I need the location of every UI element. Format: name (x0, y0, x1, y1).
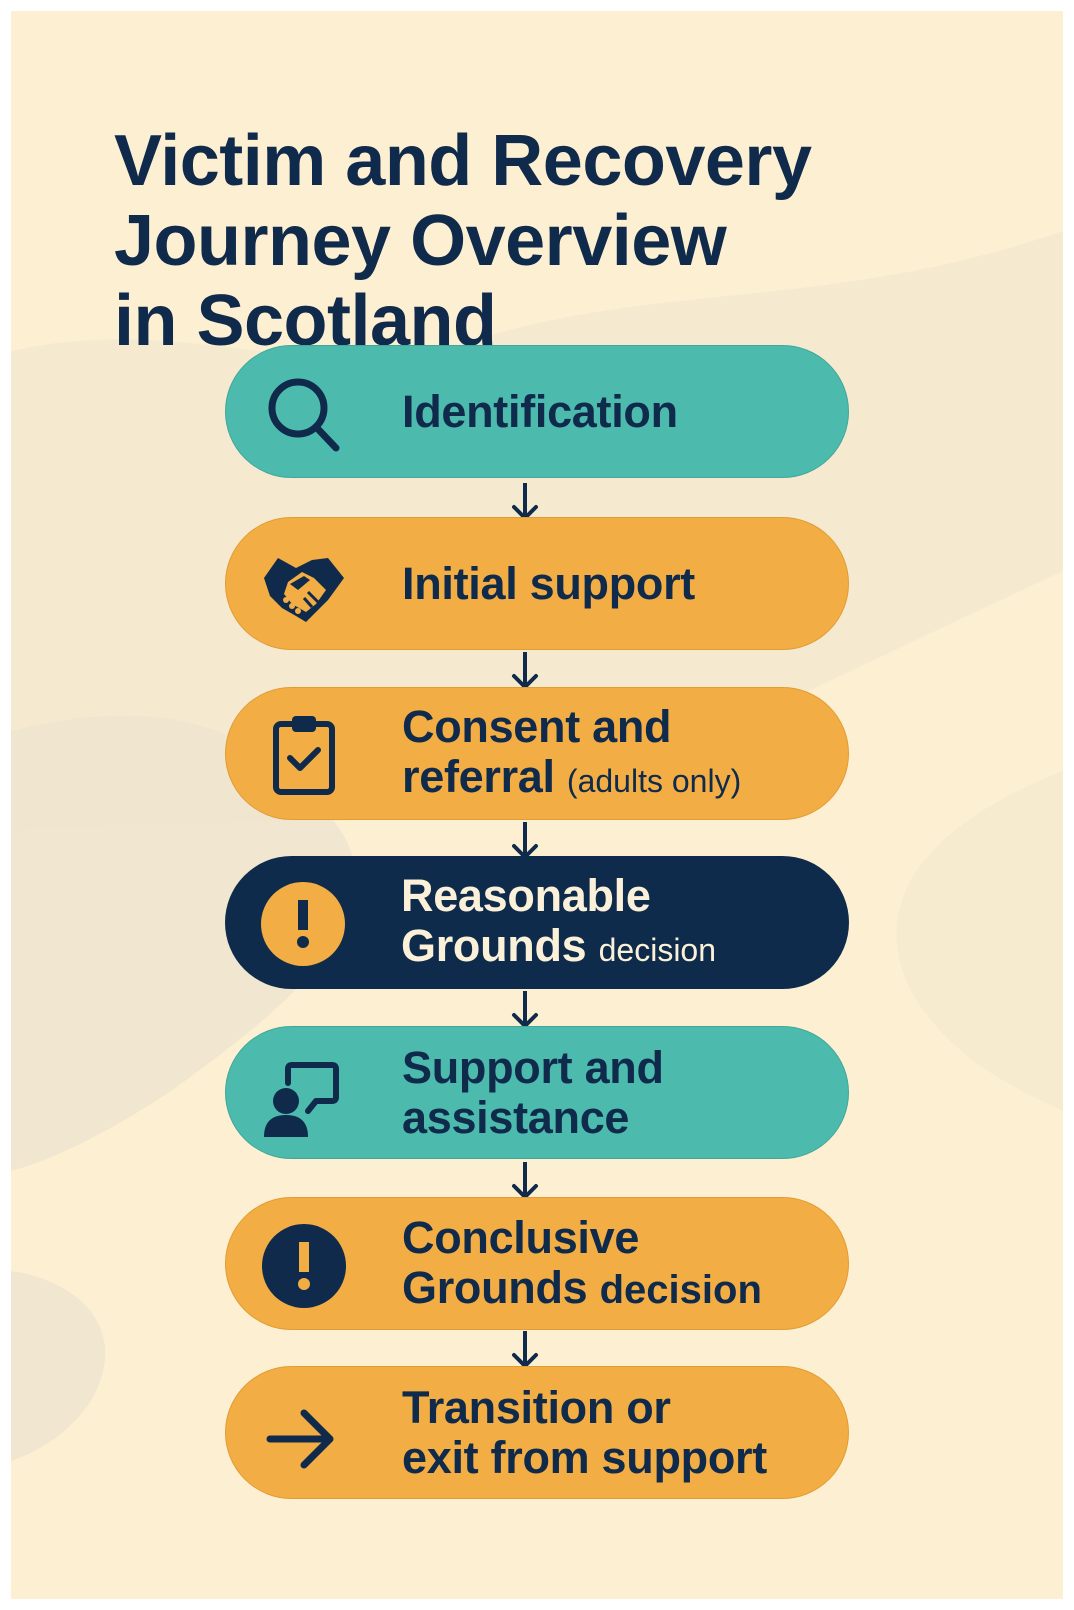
step-label: Identification (402, 385, 678, 437)
exclamation-circle-icon (262, 1224, 346, 1308)
step-qualifier: (adults only) (566, 762, 742, 799)
step-label: Reasonable Grounds decision (401, 869, 717, 971)
step-consent-and-referral: Consent and referral (adults only) (225, 687, 849, 820)
magnifier-search-icon (268, 378, 340, 452)
arrow-right-icon (266, 1409, 334, 1469)
step-qualifier: decision (599, 1267, 762, 1312)
step-label: Conclusive Grounds decision (402, 1211, 762, 1313)
title-line-2: Journey Overview (114, 201, 727, 282)
arrow-down-icon (512, 1331, 538, 1368)
person-speech-bubble-icon (264, 1062, 339, 1137)
step-label: Initial support (402, 557, 695, 609)
step-transition-or-exit: Transition or exit from support (225, 1366, 849, 1499)
step-support-and-assistance: Support and assistance (225, 1026, 849, 1159)
poster: Victim and Recovery Journey Overview in … (11, 11, 1063, 1599)
step-identification: Identification (225, 345, 849, 478)
step-qualifier: decision (598, 931, 717, 968)
title-line-1: Victim and Recovery (114, 121, 812, 202)
arrow-down-icon (512, 1162, 538, 1199)
step-initial-support: Initial support (225, 517, 849, 650)
arrow-down-icon (512, 991, 538, 1028)
step-label: Transition or exit from support (402, 1381, 767, 1483)
step-reasonable-grounds-decision: Reasonable Grounds decision (225, 856, 849, 989)
exclamation-circle-icon (261, 882, 345, 966)
clipboard-check-icon (273, 716, 335, 795)
arrow-down-icon (512, 652, 538, 689)
step-label: Consent and referral (adults only) (402, 700, 742, 802)
page-title: Victim and Recovery Journey Overview in … (114, 121, 974, 361)
handshake-icon (264, 558, 344, 622)
step-label: Support and assistance (402, 1041, 664, 1143)
step-conclusive-grounds-decision: Conclusive Grounds decision (225, 1197, 849, 1330)
